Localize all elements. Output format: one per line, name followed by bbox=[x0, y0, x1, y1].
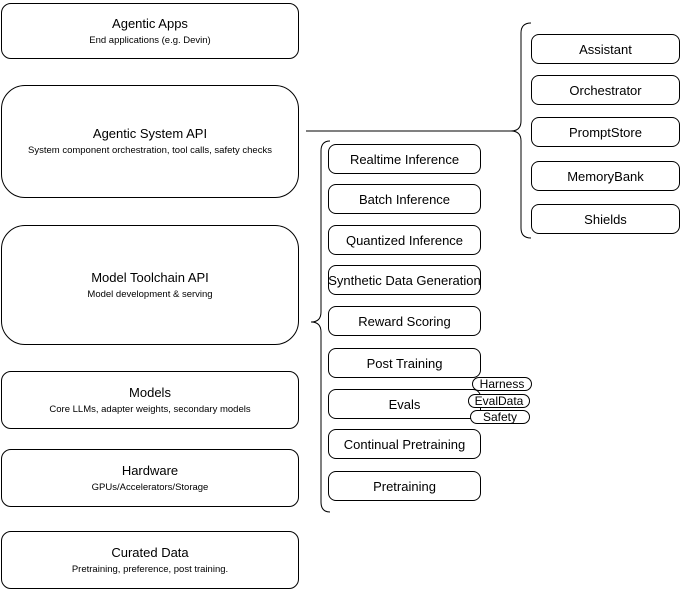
layer-title: Curated Data bbox=[111, 544, 189, 560]
layer-title: Agentic Apps bbox=[112, 15, 188, 31]
layer-box-model-toolchain-api: Model Toolchain API Model development & … bbox=[1, 225, 299, 345]
eval-tag-safety: Safety bbox=[470, 410, 530, 424]
layer-box-models: Models Core LLMs, adapter weights, secon… bbox=[1, 371, 299, 429]
node-label: Realtime Inference bbox=[349, 151, 460, 167]
node-label: Pretraining bbox=[373, 478, 436, 494]
component-node-assistant: Assistant bbox=[531, 34, 680, 64]
layer-title: Models bbox=[129, 384, 171, 400]
layer-box-hardware: Hardware GPUs/Accelerators/Storage bbox=[1, 449, 299, 507]
node-label: Post Training bbox=[366, 355, 443, 371]
node-label: Continual Pretraining bbox=[343, 436, 466, 452]
component-node-memorybank: MemoryBank bbox=[531, 161, 680, 191]
toolchain-node-reward-scoring: Reward Scoring bbox=[328, 306, 481, 336]
toolchain-node-evals: Evals bbox=[328, 389, 481, 419]
layer-box-agentic-system-api: Agentic System API System component orch… bbox=[1, 85, 299, 198]
node-label: Shields bbox=[584, 211, 627, 227]
node-label: Assistant bbox=[579, 41, 632, 57]
node-label: Synthetic Data Generation bbox=[328, 272, 481, 288]
oval-label: EvalData bbox=[474, 393, 524, 408]
toolchain-node-continual-pretraining: Continual Pretraining bbox=[328, 429, 481, 459]
toolchain-node-post-training: Post Training bbox=[328, 348, 481, 378]
toolchain-node-batch-inference: Batch Inference bbox=[328, 184, 481, 214]
eval-tag-evaldata: EvalData bbox=[468, 394, 530, 408]
layer-title: Agentic System API bbox=[92, 126, 208, 141]
node-label: MemoryBank bbox=[567, 168, 644, 184]
node-label: PromptStore bbox=[569, 124, 642, 140]
layer-subtitle: Core LLMs, adapter weights, secondary mo… bbox=[49, 403, 251, 415]
toolchain-node-synthetic-data-generation: Synthetic Data Generation bbox=[328, 265, 481, 295]
toolchain-node-realtime-inference: Realtime Inference bbox=[328, 144, 481, 174]
node-label: Batch Inference bbox=[358, 191, 451, 207]
oval-label: Harness bbox=[479, 376, 525, 391]
node-label: Orchestrator bbox=[569, 82, 642, 98]
oval-label: Safety bbox=[482, 409, 518, 424]
toolchain-node-pretraining: Pretraining bbox=[328, 471, 481, 501]
eval-tag-harness: Harness bbox=[472, 377, 532, 391]
layer-box-agentic-apps: Agentic Apps End applications (e.g. Devi… bbox=[1, 3, 299, 59]
component-node-promptstore: PromptStore bbox=[531, 117, 680, 147]
layer-subtitle: System component orchestration, tool cal… bbox=[28, 145, 272, 156]
component-node-orchestrator: Orchestrator bbox=[531, 75, 680, 105]
component-node-shields: Shields bbox=[531, 204, 680, 234]
node-label: Evals bbox=[388, 396, 421, 412]
layer-subtitle: End applications (e.g. Devin) bbox=[89, 34, 211, 46]
layer-title: Model Toolchain API bbox=[91, 269, 209, 285]
layer-subtitle: Model development & serving bbox=[87, 288, 213, 300]
layer-box-curated-data: Curated Data Pretraining, preference, po… bbox=[1, 531, 299, 589]
layer-subtitle: GPUs/Accelerators/Storage bbox=[91, 481, 209, 493]
layer-subtitle: Pretraining, preference, post training. bbox=[71, 563, 229, 575]
system-components-brace bbox=[510, 22, 532, 239]
toolchain-node-quantized-inference: Quantized Inference bbox=[328, 225, 481, 255]
node-label: Reward Scoring bbox=[358, 313, 451, 329]
layer-title: Hardware bbox=[121, 462, 179, 478]
node-label: Quantized Inference bbox=[345, 232, 464, 248]
